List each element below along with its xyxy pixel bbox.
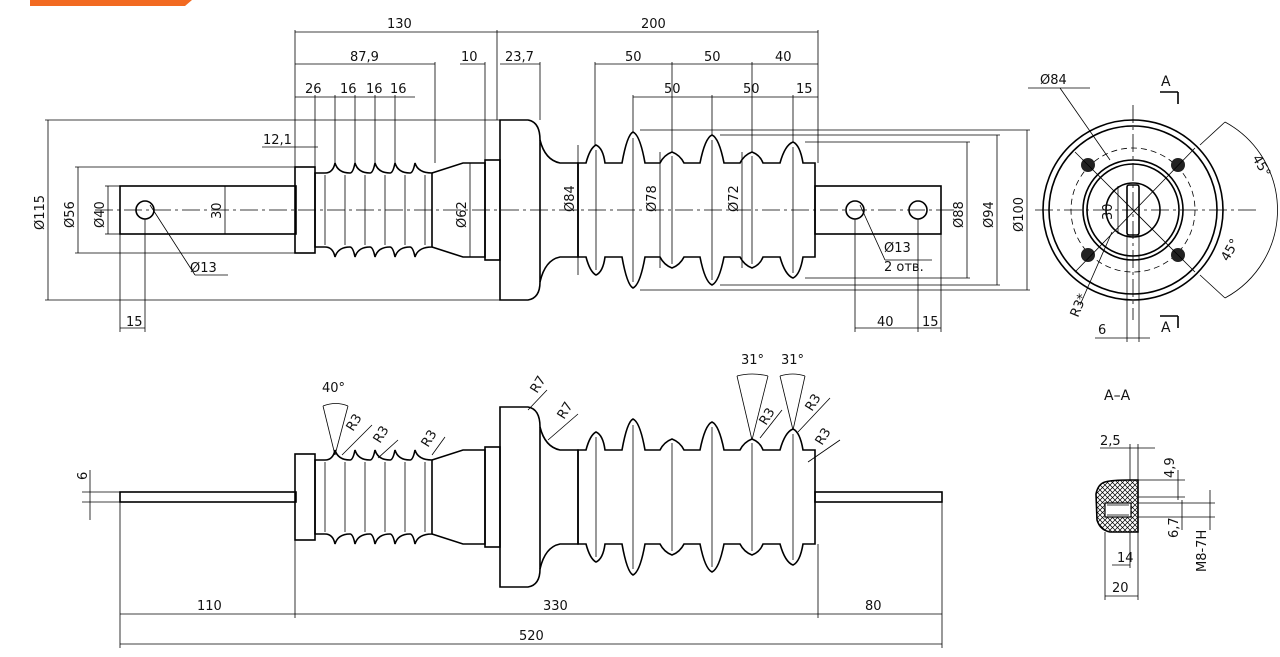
side-radius-r3-c: R3 bbox=[419, 427, 441, 450]
dim-dia-56: Ø56 bbox=[63, 201, 78, 228]
dim-50-d: 50 bbox=[743, 82, 760, 97]
side-cone bbox=[431, 449, 486, 545]
dim-130: 130 bbox=[387, 17, 412, 32]
front-view: 130 200 87,9 10 23,7 50 50 40 26 16 16 1… bbox=[33, 17, 1030, 332]
dim-50-a: 50 bbox=[625, 50, 642, 65]
hole-count-note: 2 отв. bbox=[884, 260, 924, 275]
dim-87-9: 87,9 bbox=[350, 50, 379, 65]
end-dim-6: 6 bbox=[1098, 323, 1106, 338]
dim-16-a: 16 bbox=[340, 82, 357, 97]
section-marker-top: A bbox=[1161, 74, 1171, 90]
section-title: A–A bbox=[1104, 388, 1131, 404]
section-thread-label: M8-7H bbox=[1195, 530, 1210, 572]
dim-50-c: 50 bbox=[664, 82, 681, 97]
end-angle-45-bottom: 45° bbox=[1218, 237, 1243, 264]
dim-dia-72: Ø72 bbox=[727, 185, 742, 212]
side-flange bbox=[499, 406, 541, 588]
front-large-bellows bbox=[577, 131, 816, 289]
dim-dia-40: Ø40 bbox=[93, 201, 108, 228]
dim-dia-94: Ø94 bbox=[982, 201, 997, 228]
side-rod-right bbox=[814, 491, 943, 503]
end-dim-dia-84: Ø84 bbox=[1040, 73, 1067, 88]
dim-30: 30 bbox=[210, 202, 225, 219]
side-angle-40: 40° bbox=[322, 381, 345, 396]
dim-hole-left: Ø13 bbox=[190, 261, 217, 276]
section-marker-bottom: A bbox=[1161, 320, 1171, 336]
side-dim-330: 330 bbox=[543, 599, 568, 614]
side-radius-r7-a: R7 bbox=[528, 373, 550, 396]
dim-23-7: 23,7 bbox=[505, 50, 534, 65]
dim-200: 200 bbox=[641, 17, 666, 32]
side-radius-r3-f: R3 bbox=[813, 425, 835, 448]
dim-26: 26 bbox=[305, 82, 322, 97]
section-a-a: A–A 2,5 4,9 6,7 14 20 M8-7H bbox=[1095, 388, 1215, 600]
dim-dia-100: Ø100 bbox=[1012, 197, 1027, 232]
section-dim-6-7: 6,7 bbox=[1167, 517, 1182, 538]
side-dim-6: 6 bbox=[76, 472, 91, 480]
end-angle-45-top: 45° bbox=[1249, 153, 1274, 180]
side-small-bellows bbox=[314, 449, 433, 545]
dim-16-b: 16 bbox=[366, 82, 383, 97]
section-dim-20: 20 bbox=[1112, 581, 1129, 596]
side-radius-r7-b: R7 bbox=[555, 399, 577, 422]
end-dim-30: 30 bbox=[1101, 203, 1116, 220]
dim-dia-78: Ø78 bbox=[645, 185, 660, 212]
side-angle-31-a: 31° bbox=[741, 353, 764, 368]
side-radius-r3-e: R3 bbox=[803, 391, 825, 414]
dim-40-b: 40 bbox=[877, 315, 894, 330]
end-radius-r3: R3* bbox=[1068, 291, 1091, 319]
dim-16-c: 16 bbox=[390, 82, 407, 97]
dim-dia-115: Ø115 bbox=[33, 195, 48, 230]
side-left-cylinder bbox=[294, 453, 316, 541]
dim-15-c: 15 bbox=[922, 315, 939, 330]
dim-10: 10 bbox=[461, 50, 478, 65]
dim-dia-62: Ø62 bbox=[455, 201, 470, 228]
side-dim-110: 110 bbox=[197, 599, 222, 614]
section-dim-2-5: 2,5 bbox=[1100, 434, 1121, 449]
side-view: 40° R3 R3 R3 R7 R7 31° 31° R3 R3 R3 6 11… bbox=[76, 353, 943, 648]
section-thread-bore bbox=[1104, 502, 1132, 518]
dim-dia-88: Ø88 bbox=[952, 201, 967, 228]
section-dim-4-9: 4,9 bbox=[1163, 457, 1178, 478]
side-angle-31-b: 31° bbox=[781, 353, 804, 368]
section-dim-14: 14 bbox=[1117, 551, 1134, 566]
side-large-bellows bbox=[577, 418, 816, 576]
dim-15-b: 15 bbox=[126, 315, 143, 330]
side-dim-80: 80 bbox=[865, 599, 882, 614]
dim-15-a: 15 bbox=[796, 82, 813, 97]
dim-hole-right: Ø13 bbox=[884, 241, 911, 256]
side-radius-r3-b: R3 bbox=[371, 423, 393, 446]
header-accent-bar bbox=[30, 0, 192, 6]
dim-50-b: 50 bbox=[704, 50, 721, 65]
dim-40-a: 40 bbox=[775, 50, 792, 65]
side-collar bbox=[484, 446, 501, 548]
side-dim-520: 520 bbox=[519, 629, 544, 644]
dim-12-1: 12,1 bbox=[263, 133, 292, 148]
side-radius-r3-a: R3 bbox=[344, 411, 366, 434]
side-rod-left bbox=[119, 491, 297, 503]
dim-dia-84: Ø84 bbox=[563, 185, 578, 212]
end-view: Ø84 45° 45° 30 R3* 6 A A bbox=[1028, 73, 1278, 342]
end-bolt-hole-3 bbox=[1081, 248, 1095, 262]
